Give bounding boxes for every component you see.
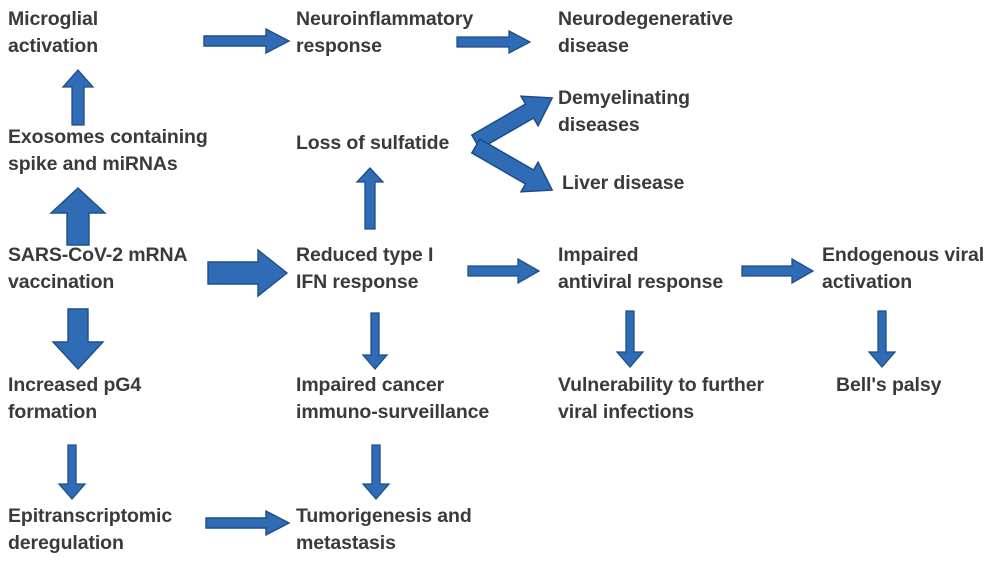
edge-antiviral-to-vulnerability-arrow-down-icon	[615, 310, 645, 368]
node-liver-disease: Liver disease	[562, 172, 685, 194]
node-neuroinflammatory-response: Neuroinflammatory response	[296, 8, 474, 57]
node-endogenous-viral-activation: Endogenous viral activation	[822, 244, 985, 293]
node-bells-palsy: Bell's palsy	[836, 374, 942, 396]
node-impaired-cancer-immunosurveillance: Impaired cancer immuno-surveillance	[296, 374, 490, 423]
edge-ifn-to-antiviral-arrow-right-icon	[467, 257, 541, 285]
node-exosomes-spike-mirnas: Exosomes containing spike and miRNAs	[8, 126, 208, 175]
node-reduced-type-i-ifn-response: Reduced type I IFN response	[296, 244, 434, 293]
edge-microglial-to-neuroinflammatory-arrow-right-icon	[203, 27, 291, 55]
node-vulnerability-viral-infections: Vulnerability to further viral infection…	[558, 374, 764, 423]
edge-endogenous-to-bells-palsy-arrow-down-icon	[867, 310, 897, 368]
node-demyelinating-diseases: Demyelinating diseases	[558, 87, 690, 136]
node-neurodegenerative-disease: Neurodegenerative disease	[558, 8, 733, 57]
node-sars-cov-2-mrna-vaccination: SARS-CoV-2 mRNA vaccination	[8, 244, 188, 293]
node-increased-pg4-formation: Increased pG4 formation	[8, 374, 142, 423]
edge-pg4-to-epitranscriptomic-arrow-down-icon	[57, 444, 87, 500]
node-loss-of-sulfatide: Loss of sulfatide	[296, 132, 450, 154]
edge-antiviral-to-endogenous-arrow-right-icon	[741, 257, 815, 285]
node-impaired-antiviral-response: Impaired antiviral response	[558, 244, 724, 293]
edge-ifn-to-cancer-arrow-down-icon	[361, 312, 389, 370]
edge-exosomes-to-microglial-arrow-up-icon	[61, 69, 95, 126]
node-microglial-activation: Microglial activation	[8, 8, 99, 57]
edge-epitranscriptomic-to-tumorigenesis-arrow-right-icon	[205, 509, 291, 537]
node-epitranscriptomic-deregulation: Epitranscriptomic deregulation	[8, 505, 173, 554]
edge-cancer-to-tumorigenesis-arrow-down-icon	[361, 444, 391, 500]
edge-neuroinflammatory-to-neurodegenerative-arrow-right-icon	[456, 29, 532, 55]
edge-vaccination-to-ifn-arrow-right-icon	[207, 248, 289, 298]
edge-vaccination-to-pg4-arrow-down-icon	[51, 308, 105, 371]
edge-sulfatide-to-liver-arrow-down-right-icon	[466, 137, 562, 196]
edge-ifn-to-sulfatide-arrow-up-icon	[355, 167, 385, 230]
node-tumorigenesis-metastasis: Tumorigenesis and metastasis	[296, 505, 472, 554]
edge-vaccination-to-exosomes-arrow-up-icon	[49, 187, 107, 246]
